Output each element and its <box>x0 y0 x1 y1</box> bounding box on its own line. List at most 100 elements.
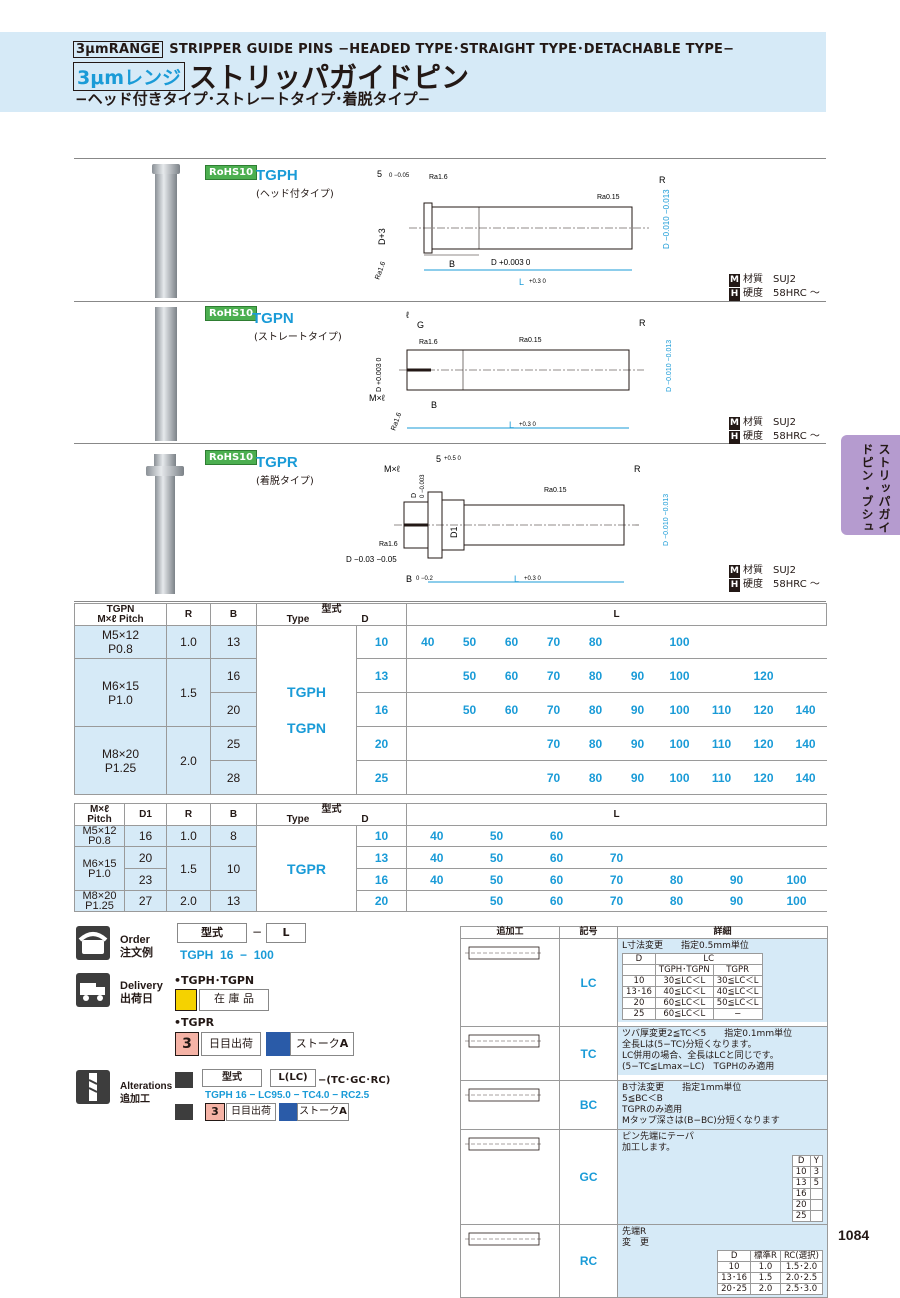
l-cell <box>406 658 449 693</box>
l-cell: 120 <box>742 726 785 761</box>
alt-detail-line: 5≦BC＜B <box>622 1094 663 1104</box>
header-b: B <box>210 803 257 826</box>
dim-d-tip: D −0.010 −0.013 <box>663 494 670 546</box>
pitch-value: P1.0 <box>108 692 133 707</box>
alterations-jp: 追加工 <box>120 1094 150 1105</box>
dim-b: B <box>449 259 455 269</box>
alt-days: 3 <box>205 1103 225 1121</box>
hardness-value: 58HRC ～ <box>773 288 820 299</box>
mini-cell: 13･16 <box>622 986 656 998</box>
mini-header: TGPR <box>712 964 763 976</box>
mini-header: D <box>717 1250 752 1262</box>
alt-type-header: 型式 <box>202 1069 262 1087</box>
product-type: (着脱タイプ) <box>256 476 314 487</box>
l-cell <box>742 625 785 659</box>
mini-header-blank <box>622 964 656 976</box>
alterations-en: Alterations <box>120 1081 173 1092</box>
l-cell: 80 <box>574 726 617 761</box>
roughness-chamfer: Ra1.6 <box>390 412 403 432</box>
l-cell: 60 <box>490 658 533 693</box>
l-cell: 100 <box>658 692 701 727</box>
l-cell: 100 <box>658 726 701 761</box>
alt-detail-line: (5−TC≦Lmax−LC) TGPHのみ適用 <box>622 1062 775 1072</box>
header-pitch-a: TGPN <box>106 603 135 615</box>
l-cell <box>448 760 491 795</box>
dim-d-tip: D −0.010 −0.013 <box>666 340 673 392</box>
alt-illustration <box>460 1080 560 1130</box>
d1-cell: 20 <box>124 846 167 869</box>
d1-cell: 23 <box>124 868 167 891</box>
l-cell: 60 <box>490 692 533 727</box>
l-cell: 90 <box>616 726 659 761</box>
d-cell: 13 <box>356 658 407 693</box>
mini-header: D <box>622 953 656 965</box>
order-example: TGPH 16 − 100 <box>180 948 274 962</box>
b-cell: 8 <box>210 825 257 847</box>
tgpn-photo <box>155 307 177 441</box>
l-cell: 90 <box>616 658 659 693</box>
express-icon <box>266 1032 290 1056</box>
pitch-thread: M6×15 <box>82 857 117 870</box>
dim-thread: M×ℓ <box>369 393 386 403</box>
pitch-thread: M5×12 <box>101 628 140 642</box>
mini-cell: − <box>712 1008 763 1020</box>
type-cell: TGPR <box>256 825 357 912</box>
dim-d-stub-tol: 0 −0.003 <box>420 474 426 498</box>
l-cell: 100 <box>766 868 827 891</box>
roughness-end: Ra1.6 <box>419 339 438 346</box>
l-cell: 60 <box>490 625 533 659</box>
tgpr-drawing: M×ℓ D 0 −0.003 5 +0.5 0 R Ra0.15 D1 D −0… <box>346 454 670 584</box>
l-cell <box>706 846 767 869</box>
material-value: SUJ2 <box>773 274 796 285</box>
pitch-value: P1.25 <box>85 900 114 912</box>
d-cell: 16 <box>356 692 407 727</box>
d1-cell: 16 <box>124 825 167 847</box>
dim-l: L <box>519 277 524 287</box>
alt-stroke: ストーク <box>299 1106 340 1117</box>
roughness-stub: Ra1.6 <box>379 541 398 548</box>
material-label: 材質 <box>743 565 763 576</box>
alt-detail-line: TGPRのみ適用 <box>622 1105 683 1115</box>
example-type: TGPH <box>180 948 214 962</box>
dim-d-tip: D −0.010 −0.013 <box>662 189 671 249</box>
l-cell: 70 <box>532 625 575 659</box>
pitch-value: P1.0 <box>88 867 111 880</box>
l-cell: 110 <box>700 692 743 727</box>
mini-cell <box>809 1188 824 1200</box>
mini-cell: 2.5･3.0 <box>779 1283 824 1295</box>
truck-icon <box>76 973 110 1007</box>
r-cell: 1.5 <box>166 846 211 891</box>
dim-collar-tol: +0.5 0 <box>444 456 462 462</box>
b-cell: 28 <box>210 760 257 795</box>
pitch-value: P0.8 <box>108 642 133 656</box>
pitch-value: P1.25 <box>104 760 137 775</box>
l-cell <box>406 890 467 912</box>
jp-range-badge: 3μmレンジ <box>73 61 185 91</box>
product-type: (ストレートタイプ) <box>254 332 342 343</box>
alt-stroke-label: ストークA <box>297 1103 349 1121</box>
l-cell: 70 <box>532 692 575 727</box>
header-b: B <box>210 603 257 626</box>
l-cell <box>616 625 659 659</box>
alterations-label: Alterations 追加工 <box>120 1080 172 1106</box>
dim-b-tol: 0 −0.2 <box>416 576 434 582</box>
side-index-tab[interactable]: ストリッパガイドピン・ブシュ <box>841 435 900 535</box>
mini-cell <box>809 1199 824 1211</box>
mini-cell: 60≦LC＜L <box>654 1008 714 1020</box>
l-cell: 50 <box>466 868 527 891</box>
